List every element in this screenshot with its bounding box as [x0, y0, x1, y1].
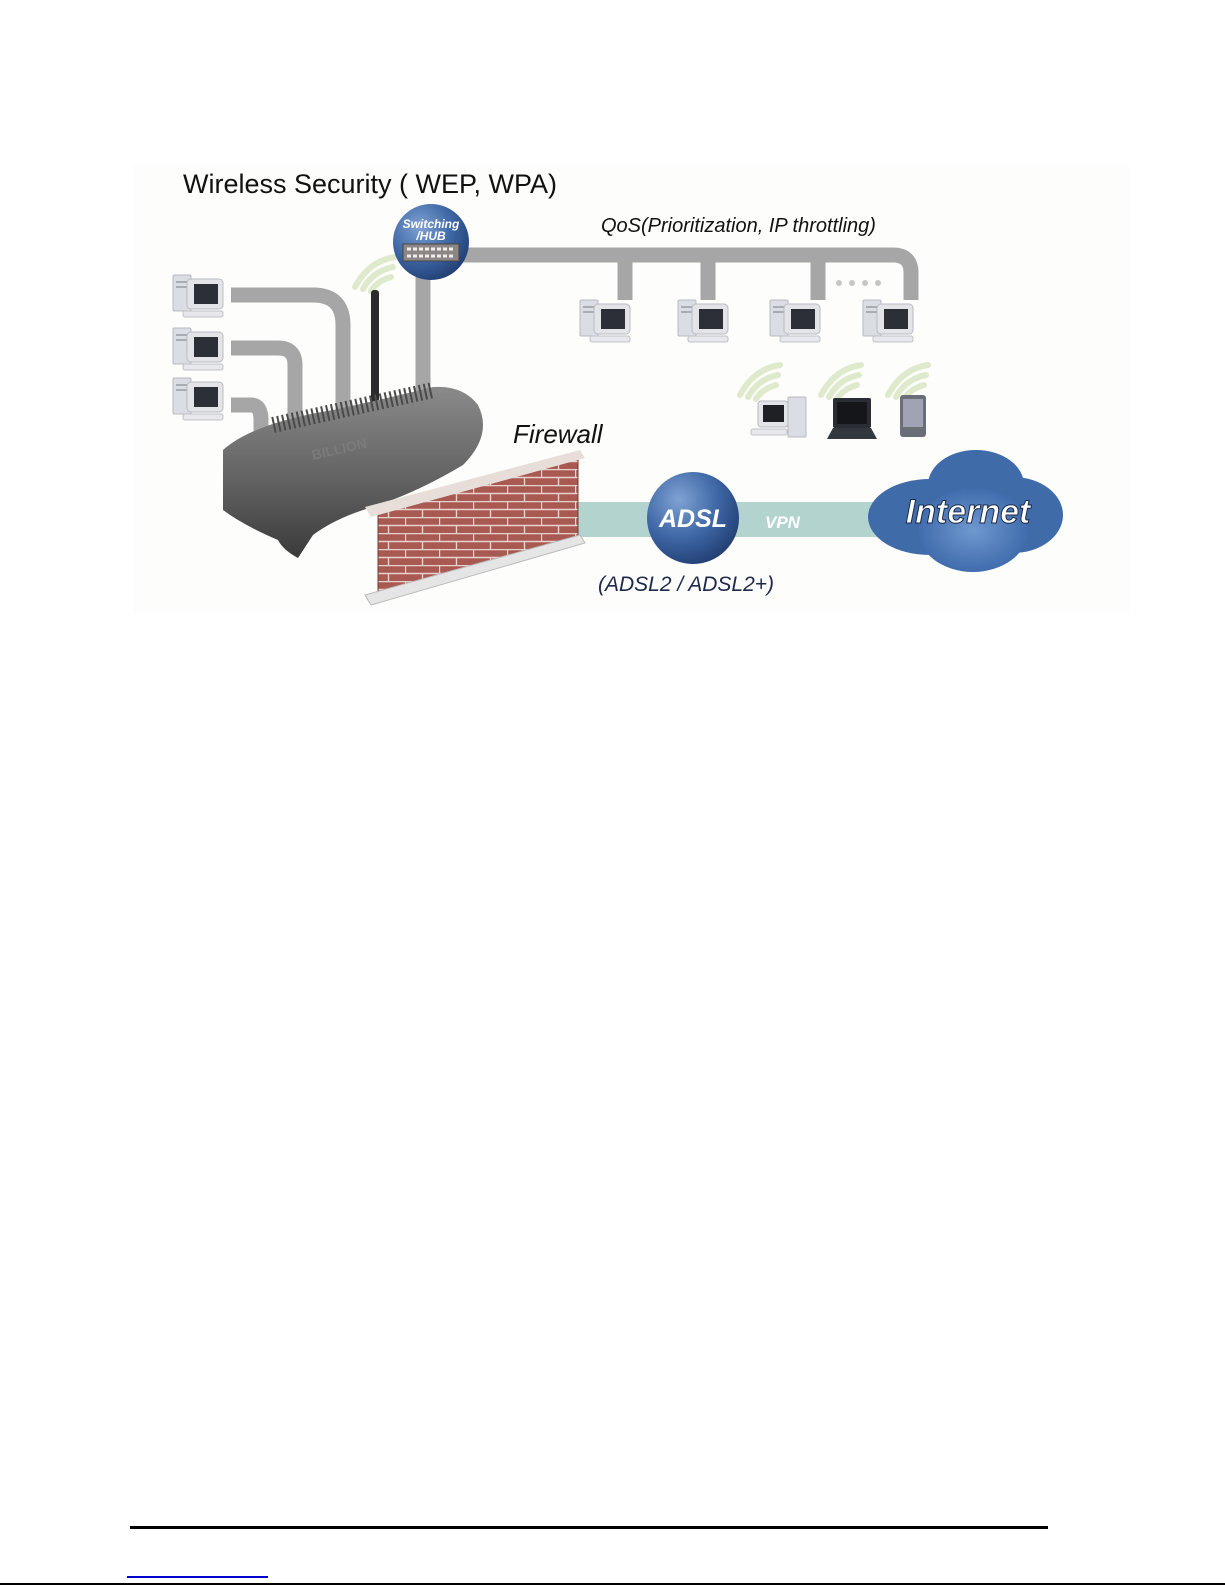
- lan-cables: [231, 247, 919, 435]
- bus-continuation-dots: [836, 280, 881, 286]
- antenna-icon: [371, 290, 379, 410]
- desktop-pc-icon: [172, 377, 224, 421]
- desktop-pc-icon: [862, 299, 914, 343]
- diagram-title: Wireless Security ( WEP, WPA): [183, 169, 557, 199]
- firewall-wall-icon: [364, 450, 586, 606]
- vpn-label: VPN: [765, 513, 801, 532]
- desktop-pc-icon: [579, 299, 631, 343]
- adsl-modes-label: (ADSL2 / ADSL2+): [598, 573, 774, 596]
- desktop-pc-icon: [172, 327, 224, 371]
- pda-icon: [900, 395, 926, 437]
- wireless-router-icon: BILLION: [223, 290, 483, 558]
- footer-link[interactable]: [127, 1562, 268, 1578]
- switch-ports-icon: [402, 243, 460, 262]
- qos-label: QoS(Prioritization, IP throttling): [601, 215, 876, 237]
- desktop-pc-icon: [172, 274, 224, 318]
- wifi-signal-icon: [740, 365, 780, 399]
- wifi-signal-icon: [355, 257, 395, 291]
- adsl-node: ADSL: [647, 472, 739, 564]
- wifi-signal-icon: [888, 365, 928, 399]
- page-bottom-edge: [0, 1583, 1225, 1585]
- switch-label-line1: Switching: [403, 217, 460, 231]
- switch-hub-node: Switching /HUB: [393, 204, 469, 280]
- footer-rule: [130, 1526, 1048, 1529]
- wireless-desktop-icon: [750, 396, 807, 438]
- adsl-label: ADSL: [658, 505, 727, 533]
- switch-label-line2: /HUB: [415, 229, 446, 243]
- firewall-label: Firewall: [513, 419, 604, 449]
- internet-label: Internet: [906, 493, 1032, 531]
- laptop-icon: [827, 398, 877, 439]
- internet-cloud-icon: Internet: [868, 450, 1063, 572]
- network-diagram: Wireless Security ( WEP, WPA): [133, 165, 1130, 613]
- desktop-pc-icon: [677, 299, 729, 343]
- wifi-signal-icon: [821, 365, 861, 399]
- desktop-pc-icon: [769, 299, 821, 343]
